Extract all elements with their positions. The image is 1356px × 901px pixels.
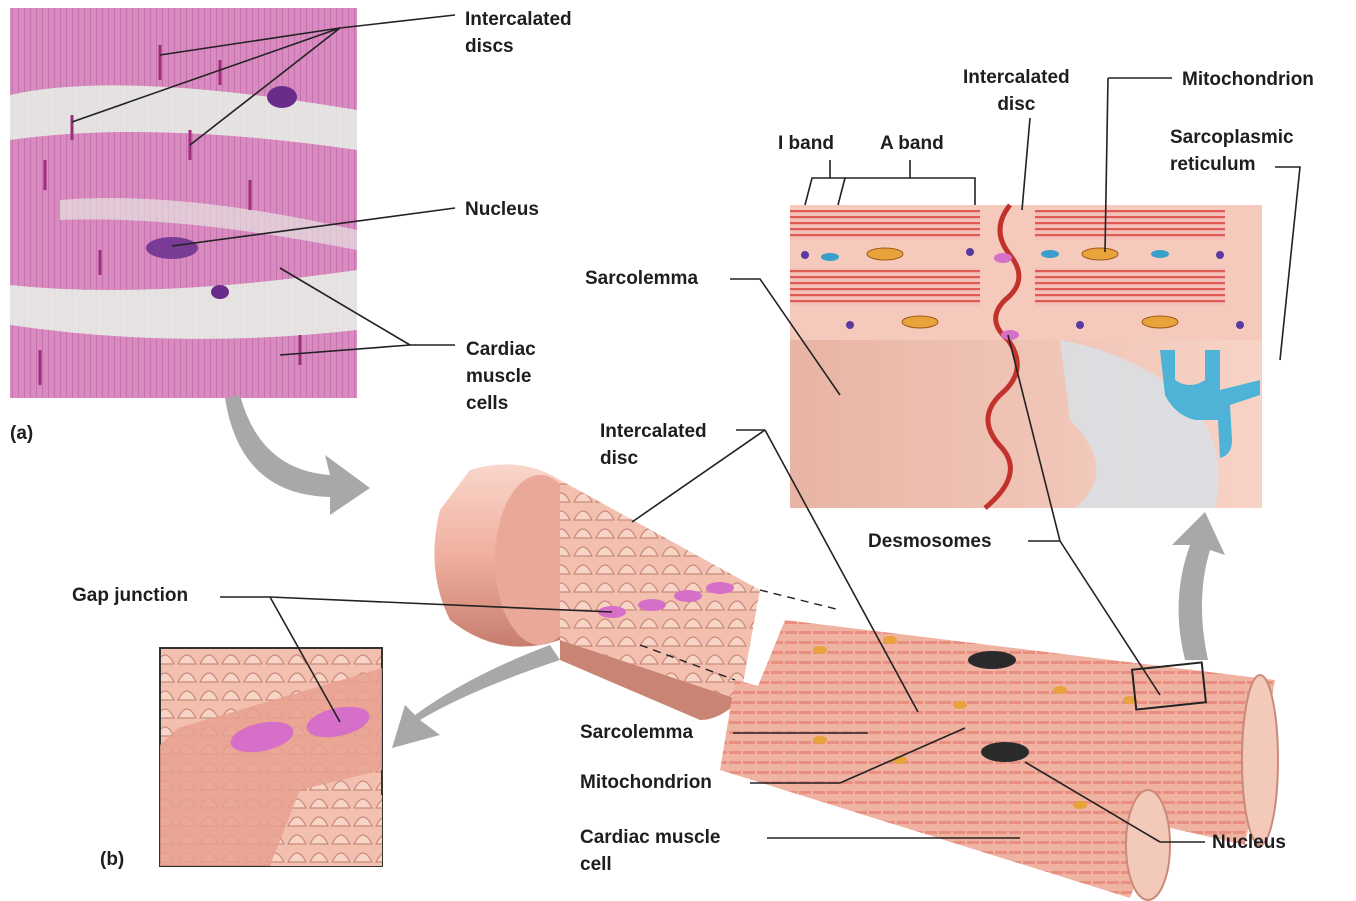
gap-junction-2 [638, 599, 666, 611]
micrograph-nucleus-2 [146, 237, 198, 259]
label-cardiac-muscle-cells: Cardiac muscle cells [466, 336, 536, 417]
label-intercalated-discs: Intercalated discs [465, 6, 572, 60]
arrow-to-block [1172, 512, 1225, 660]
block-mitochondrion-2 [1082, 248, 1118, 260]
label-i-band: I band [778, 130, 834, 157]
fibre-nucleus-1 [968, 651, 1016, 669]
arrow-to-inset [392, 645, 560, 748]
micrograph-nucleus-1 [267, 86, 297, 108]
band-brackets [805, 160, 975, 205]
sarcomere-block [790, 205, 1262, 508]
label-a-band: A band [880, 130, 944, 157]
label-intercalated-disc-mid: Intercalated disc [600, 418, 707, 472]
fibre-nucleus-2 [981, 742, 1029, 762]
label-sarcoplasmic-reticulum: Sarcoplasmic reticulum [1170, 124, 1294, 178]
micrograph [10, 8, 357, 398]
label-sarcolemma-top: Sarcolemma [585, 265, 698, 292]
label-gap-junction: Gap junction [72, 582, 188, 609]
label-mitochondrion-top: Mitochondrion [1182, 66, 1314, 93]
gap-junction-3 [674, 590, 702, 602]
label-cardiac-muscle-cell: Cardiac muscle cell [580, 824, 720, 878]
label-desmosomes: Desmosomes [868, 528, 992, 555]
label-nucleus-a: Nucleus [465, 196, 539, 223]
label-mitochondrion-bottom: Mitochondrion [580, 769, 712, 796]
panel-a-tag: (a) [10, 420, 33, 447]
muscle-fibres [720, 620, 1278, 900]
label-intercalated-disc-top: Intercalated disc [963, 64, 1070, 118]
desmosome-2 [1001, 330, 1019, 340]
block-mitochondrion-1 [867, 248, 903, 260]
label-sarcolemma-bottom: Sarcolemma [580, 719, 693, 746]
label-nucleus-b: Nucleus [1212, 829, 1286, 856]
desmosome-1 [994, 253, 1012, 263]
panel-b-tag: (b) [100, 846, 124, 873]
arrow-a-to-b [225, 395, 370, 515]
gap-junction-4 [706, 582, 734, 594]
gap-junction-inset [160, 648, 382, 866]
